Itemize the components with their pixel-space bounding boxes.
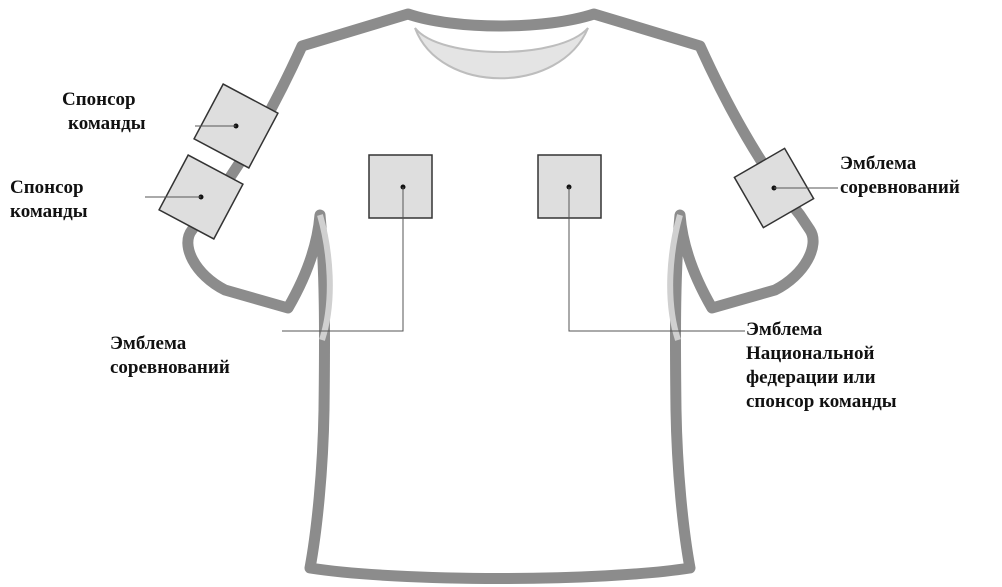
label-sleeve-right: Эмблема соревнований [840,152,960,200]
label-line: Эмблема [746,318,897,342]
label-line: соревнований [840,176,960,200]
label-line: Спонсор [10,176,88,200]
patch-chest-left [369,155,432,218]
label-line: команды [62,112,146,136]
tshirt-outline [188,14,813,579]
label-line: спонсор команды [746,390,897,414]
label-line: соревнований [110,356,230,380]
label-line: Спонсор [62,88,146,112]
label-line: Национальной [746,342,897,366]
label-line: команды [10,200,88,224]
label-line: Эмблема [110,332,230,356]
label-sleeve-left-upper: Спонсор команды [62,88,146,136]
label-sleeve-left-lower: Спонсор команды [10,176,88,224]
label-chest-left: Эмблема соревнований [110,332,230,380]
label-line: федерации или [746,366,897,390]
label-line: Эмблема [840,152,960,176]
label-chest-right: Эмблема Национальной федерации или спонс… [746,318,897,414]
